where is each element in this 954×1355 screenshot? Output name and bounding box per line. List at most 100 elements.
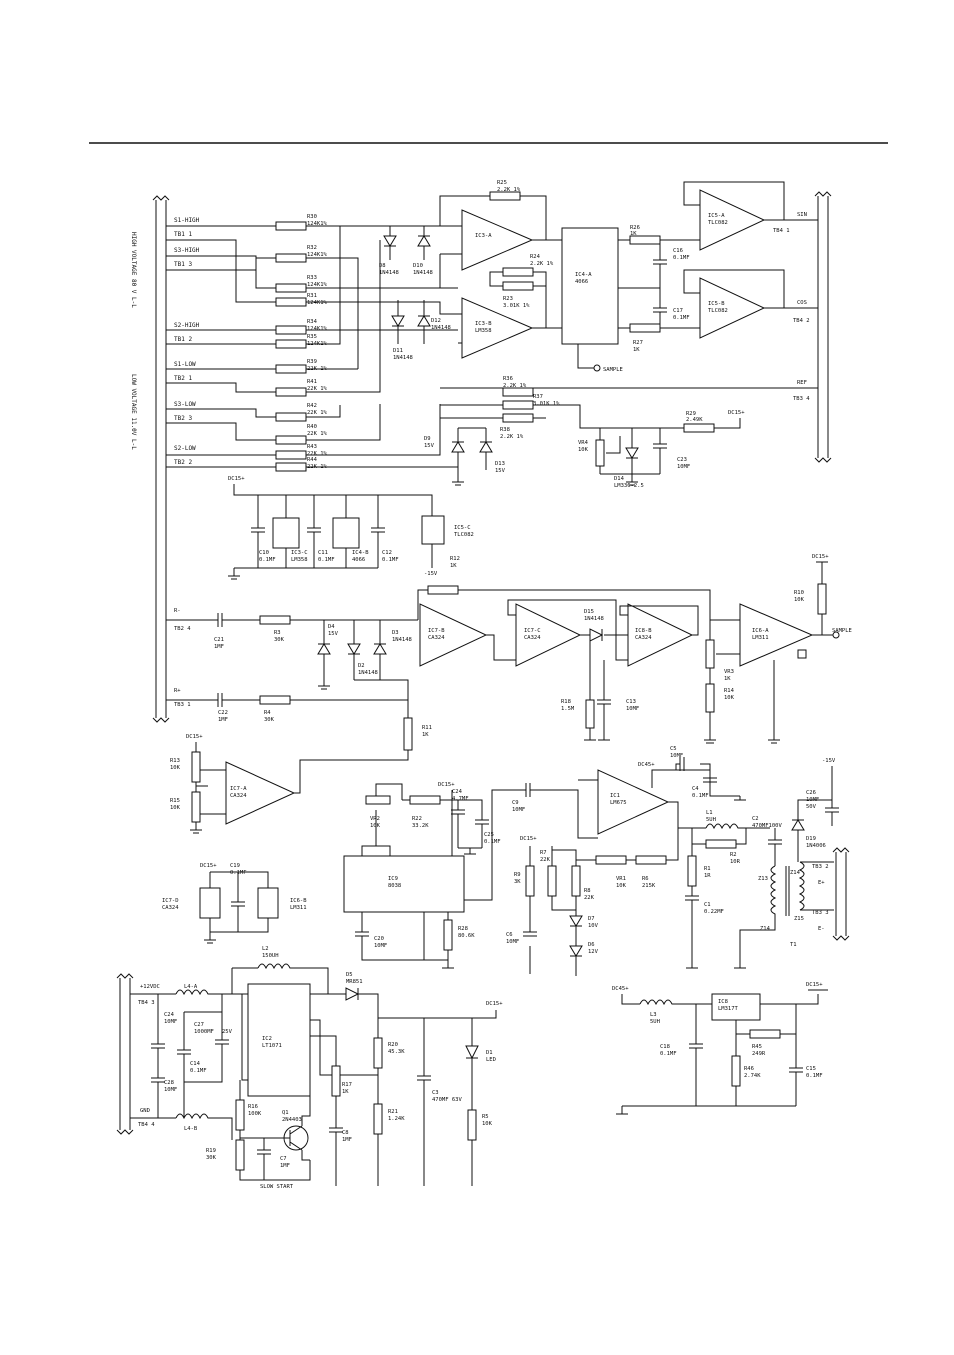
sig-tb1-3: TB1 3 (174, 261, 192, 268)
r30-ref: R30 (307, 214, 317, 220)
r4-val: 30K (264, 717, 275, 723)
r20-val: 45.3K (388, 1049, 405, 1055)
ic4b-ref: IC4-B (352, 550, 369, 556)
ic7b-part: CA324 (428, 635, 445, 641)
d15-ref: D15 (584, 609, 594, 615)
tb44-label: TB4 4 (138, 1122, 155, 1128)
ic5a-part: TLC082 (708, 220, 728, 226)
ic3c-part: LM358 (291, 557, 308, 563)
cos-label: COS (797, 300, 807, 306)
sig-tb1-2: TB1 2 (174, 336, 192, 343)
c3-val: 470MF 63V (432, 1097, 462, 1103)
sig-s2-low: S2-LOW (174, 445, 196, 452)
sig-tb2-3: TB2 3 (174, 415, 192, 422)
slow-start-label: SLOW START (260, 1184, 294, 1190)
ic7d-ic6b-supply: DC15+ C19 0.1MF IC7-D CA324 IC6-B LM311 (162, 863, 307, 944)
r43-ref: R43 (307, 444, 317, 450)
d13-val: 15V (495, 468, 506, 474)
input-terminal-bus (152, 195, 170, 723)
c22-val: 1MF (218, 717, 228, 723)
c18-val: 0.1MF (660, 1051, 677, 1057)
r45-val: 249R (752, 1051, 766, 1057)
r32-ref: R32 (307, 245, 317, 251)
input-rows: S1-HIGH TB1 1 S3-HIGH TB1 3 S2-HIGH TB1 … (166, 214, 458, 472)
r12-val: 1K (450, 563, 457, 569)
ic7d-part: CA324 (162, 905, 179, 911)
dc15-ref-4: DC15+ (186, 734, 203, 740)
l3-val: 5UH (650, 1019, 660, 1025)
dc15-ref-2: DC15+ (228, 476, 245, 482)
d9-ref: D9 (424, 436, 431, 442)
r2-val: 10R (730, 859, 741, 865)
ic8-ref: IC8 (718, 999, 728, 1005)
c26-volt: 50V (806, 804, 817, 810)
d1-ref: D1 (486, 1050, 493, 1056)
r28-ref: R28 (458, 926, 468, 932)
r3-val: 30K (274, 637, 285, 643)
c7-ref: C7 (280, 1156, 287, 1162)
r11-ref: R11 (422, 725, 432, 731)
l1-val: 5UH (706, 817, 716, 823)
ic5b-ref: IC5-B (708, 301, 725, 307)
tb42-label: TB4 2 (793, 318, 810, 324)
d12-ref: D12 (431, 318, 441, 324)
r14-ref: R14 (724, 688, 735, 694)
r19-ref: R19 (206, 1148, 216, 1154)
ic2-ref: IC2 (262, 1036, 272, 1042)
d14-part: LM336-2.5 (614, 483, 644, 489)
ic3c-ref: IC3-C (291, 550, 308, 556)
c5-ref: C5 (670, 746, 677, 752)
r16-ref: R16 (248, 1104, 258, 1110)
c20-val: 10MF (374, 943, 387, 949)
c2-val: 470MF100V (752, 823, 782, 829)
r21-val: 1.24K (388, 1116, 405, 1122)
sig-tb2-1: TB2 1 (174, 375, 192, 382)
r4-ref: R4 (264, 710, 271, 716)
d5-part: MR851 (346, 979, 363, 985)
c6-ref: C6 (506, 932, 513, 938)
ic4a-switch: IC4-A 4066 SAMPLE R26 1K R27 1K C16 0.1M… (561, 225, 700, 373)
tb43-label: TB4 3 (138, 1000, 155, 1006)
ic9-part: 8038 (388, 883, 401, 889)
r14-val: 10K (724, 695, 735, 701)
c26-ref: C26 (806, 790, 816, 796)
r27-val: 1K (633, 347, 640, 353)
c4-val: 0.1MF (692, 793, 709, 799)
r8-val: 22K (584, 895, 595, 901)
d12-part: 1N4148 (431, 325, 451, 331)
c17-ref: C17 (673, 308, 683, 314)
c7-val: 1MF (280, 1163, 290, 1169)
r13-val: 10K (170, 765, 181, 771)
tb34-label: TB3 4 (793, 396, 810, 402)
r24-ref: R24 (530, 254, 541, 260)
c25-ref: C25 (484, 832, 494, 838)
l2-val: 150UH (262, 953, 279, 959)
ic5c-part: TLC082 (454, 532, 474, 538)
dc45-ref-2: DC45+ (612, 986, 629, 992)
c24b-ref: C24 (164, 1012, 175, 1018)
r25-val: 2.2K 1% (497, 187, 521, 193)
rplus-label: R+ (174, 688, 181, 694)
d2-part: 1N4148 (358, 670, 378, 676)
r38-ref: R38 (500, 427, 510, 433)
d4-val: 15V (328, 631, 339, 637)
ic3b-part: LM358 (475, 328, 492, 334)
z13-label: Z13 (758, 876, 768, 882)
r20-ref: R20 (388, 1042, 398, 1048)
c27-ref: C27 (194, 1022, 204, 1028)
r18-val: 1.5M (561, 706, 575, 712)
c18-ref: C18 (660, 1044, 670, 1050)
r42-ref: R42 (307, 403, 317, 409)
dc15-ref: DC15+ (728, 410, 745, 416)
c14-val: 0.1MF (190, 1068, 207, 1074)
d8-part: 1N4148 (379, 270, 399, 276)
ic1-part: LM675 (610, 800, 627, 806)
sig-s3-low: S3-LOW (174, 401, 196, 408)
dc15-ref-6: DC15+ (438, 782, 455, 788)
r40-val: 22K 1% (307, 431, 328, 437)
r26-val: 1K (630, 231, 637, 237)
d9-val: 15V (424, 443, 435, 449)
r17-ref: R17 (342, 1082, 352, 1088)
sin-label: SIN (797, 212, 807, 218)
